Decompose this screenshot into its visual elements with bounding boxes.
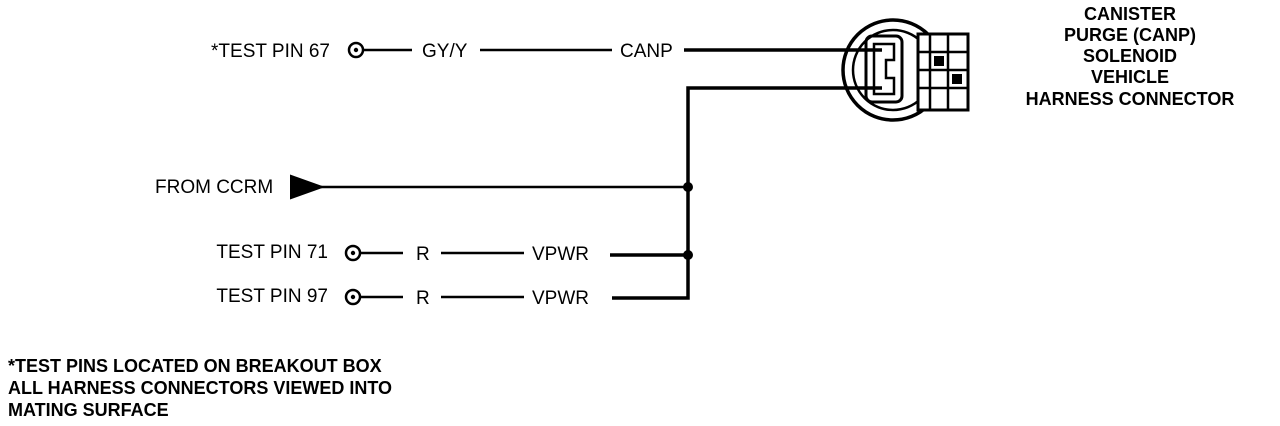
splice-dot bbox=[683, 182, 693, 192]
test-pin-97-terminal-icon bbox=[344, 288, 362, 306]
test-pin-67-circuit: CANP bbox=[620, 41, 673, 62]
test-pin-71-terminal-icon bbox=[344, 244, 362, 262]
connector-title-line: PURGE (CANP) bbox=[1064, 25, 1196, 45]
test-pin-67-terminal-icon bbox=[347, 41, 365, 59]
test-pin-97-circuit: VPWR bbox=[532, 288, 589, 309]
test-pin-71-label: TEST PIN 71 bbox=[216, 242, 328, 263]
test-pin-97-label: TEST PIN 97 bbox=[216, 286, 328, 307]
connector-title-line: SOLENOID bbox=[1083, 46, 1177, 66]
notes: *TEST PINS LOCATED ON BREAKOUT BOX ALL H… bbox=[8, 356, 392, 420]
from-ccrm-label: FROM CCRM bbox=[155, 177, 273, 198]
test-pin-97-wire-color: R bbox=[416, 288, 430, 309]
connector-title-line: VEHICLE bbox=[1091, 67, 1169, 87]
connector-title-line: CANISTER bbox=[1084, 4, 1176, 24]
splice-dot bbox=[683, 250, 693, 260]
test-pin-67-wire-color: GY/Y bbox=[422, 41, 468, 62]
test-pin-71-circuit: VPWR bbox=[532, 244, 589, 265]
test-pin-67-label: *TEST PIN 67 bbox=[211, 41, 330, 62]
note-line: ALL HARNESS CONNECTORS VIEWED INTO bbox=[8, 378, 392, 398]
canp-solenoid-connector-icon bbox=[841, 18, 970, 122]
test-pin-71-wire-color: R bbox=[416, 244, 430, 265]
note-line: MATING SURFACE bbox=[8, 400, 169, 420]
connector-title: CANISTER PURGE (CANP) SOLENOID VEHICLE H… bbox=[1026, 4, 1235, 109]
note-line: *TEST PINS LOCATED ON BREAKOUT BOX bbox=[8, 356, 382, 376]
connector-title-line: HARNESS CONNECTOR bbox=[1026, 89, 1235, 109]
vpwr-common-wire bbox=[612, 86, 882, 300]
